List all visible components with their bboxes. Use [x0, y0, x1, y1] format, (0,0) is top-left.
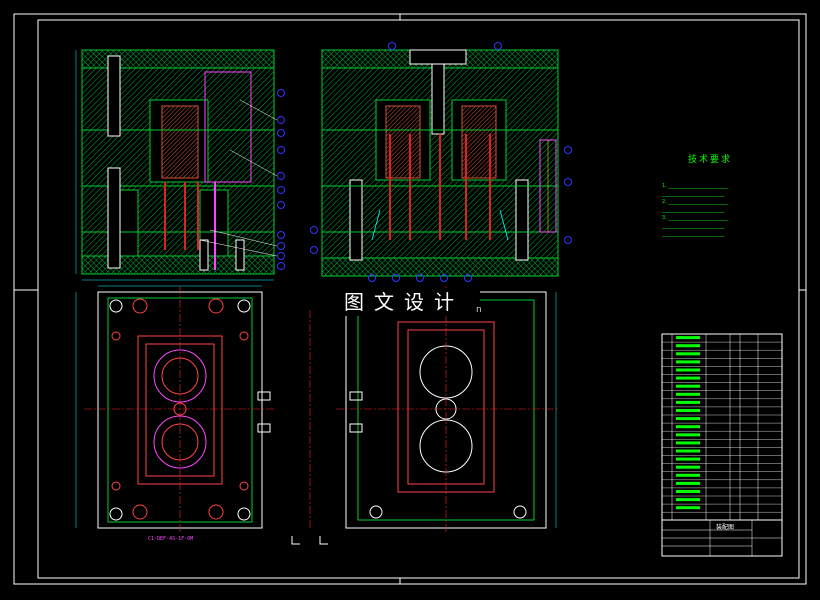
- callout-group-left: [199, 89, 285, 270]
- parts-list-row-text: [676, 384, 700, 388]
- plan-view-left: [75, 285, 276, 534]
- note-line: 1. ________________________: [662, 183, 729, 189]
- callout-group-right: [310, 42, 572, 282]
- parts-list-row-text: [676, 376, 700, 380]
- parts-list-row-text: [676, 465, 700, 469]
- note-line: _________________________: [662, 191, 725, 197]
- parts-list-row-text: [676, 481, 700, 485]
- section-view-right: [321, 49, 559, 277]
- note-line: 3. ________________________: [662, 215, 729, 221]
- parts-list-row-text: [676, 433, 700, 437]
- parts-list-row-text: [676, 425, 700, 429]
- parts-list-row-text: [676, 360, 700, 364]
- parts-list-row-text: [676, 490, 700, 493]
- parts-list-row-text: [676, 400, 700, 404]
- parts-list-row-text: [676, 344, 700, 348]
- parts-list-row-text: [676, 392, 700, 396]
- technical-notes-title: 技术要求: [688, 155, 733, 165]
- parts-list-row-text: [676, 457, 700, 461]
- plan-view-label: C1-DEF-4S-1F-0M: [148, 536, 194, 542]
- title-block-drawing-title: 装配图: [716, 524, 735, 531]
- title-block: [661, 519, 783, 557]
- section-view-left: [75, 49, 275, 281]
- note-line: 2. ________________________: [662, 199, 729, 205]
- note-line: _________________________: [662, 223, 725, 229]
- parts-list-row-text: [676, 498, 700, 502]
- parts-list-row-text: [676, 441, 700, 445]
- parts-list-row-text: [676, 368, 700, 372]
- parts-list-row-text: [676, 352, 700, 356]
- sheet-inner-border: [37, 19, 800, 579]
- technical-notes-body: 1. ________________________ ____________…: [662, 182, 782, 238]
- parts-list-row-text: [676, 336, 700, 340]
- parts-list-row-text: [676, 449, 700, 453]
- watermark-suffix: n: [476, 305, 482, 315]
- parts-list-row-text: [676, 506, 700, 510]
- plan-view-right: [309, 286, 560, 534]
- parts-list-row-text: [676, 417, 700, 421]
- parts-list-row-text: [676, 409, 700, 412]
- watermark-text: 图文设计: [328, 288, 480, 316]
- parts-list-table: [661, 333, 783, 521]
- parts-list-row-text: [676, 473, 700, 477]
- sheet-outer-border: [13, 13, 807, 585]
- note-line: _________________________: [662, 231, 725, 237]
- note-line: _________________________: [662, 207, 725, 213]
